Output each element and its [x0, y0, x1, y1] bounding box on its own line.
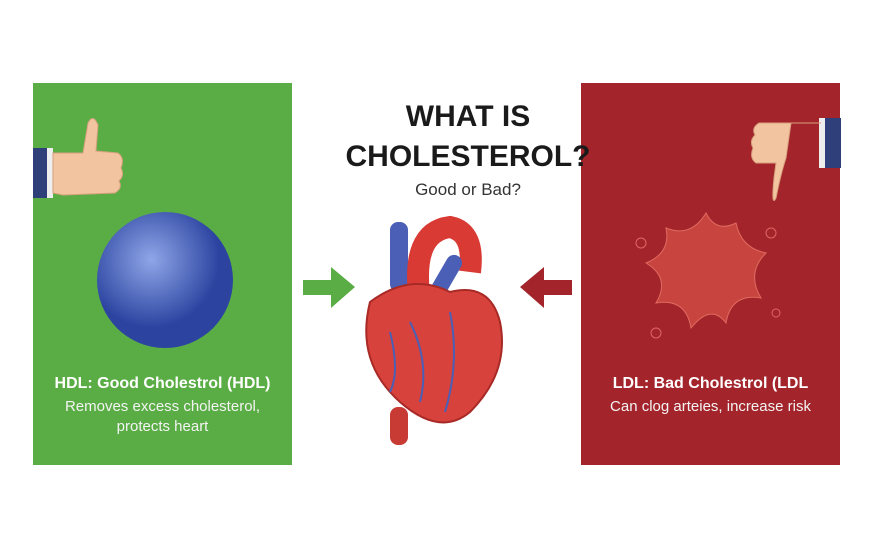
ldl-particle-image: [635, 211, 781, 339]
red-arrow-left-icon: [520, 267, 572, 308]
hdl-description: Removes excess cholesterol, protects hea…: [64, 398, 261, 435]
title-line2: CHOLESTEROL?: [345, 140, 591, 173]
thumbs-up-icon: [33, 118, 124, 198]
ldl-heading: LDL: Bad Cholestrol (LDL: [612, 375, 809, 392]
ldl-panel: LDL: Bad Cholestrol (LDL Can clog arteie…: [581, 83, 841, 465]
ldl-description: Can clog arteies, increase risk: [610, 398, 811, 415]
subtitle: Good or Bad?: [415, 180, 521, 199]
heart-image: [365, 215, 503, 445]
thumbs-down-icon: [750, 118, 841, 201]
hdl-panel: HDL: Good Cholestrol (HDL) Removes exces…: [33, 83, 292, 465]
hdl-particle-image: [97, 212, 233, 348]
hdl-heading: HDL: Good Cholestrol (HDL): [54, 375, 271, 392]
title-line1: WHAT IS: [405, 100, 531, 133]
green-arrow-right-icon: [303, 267, 355, 308]
